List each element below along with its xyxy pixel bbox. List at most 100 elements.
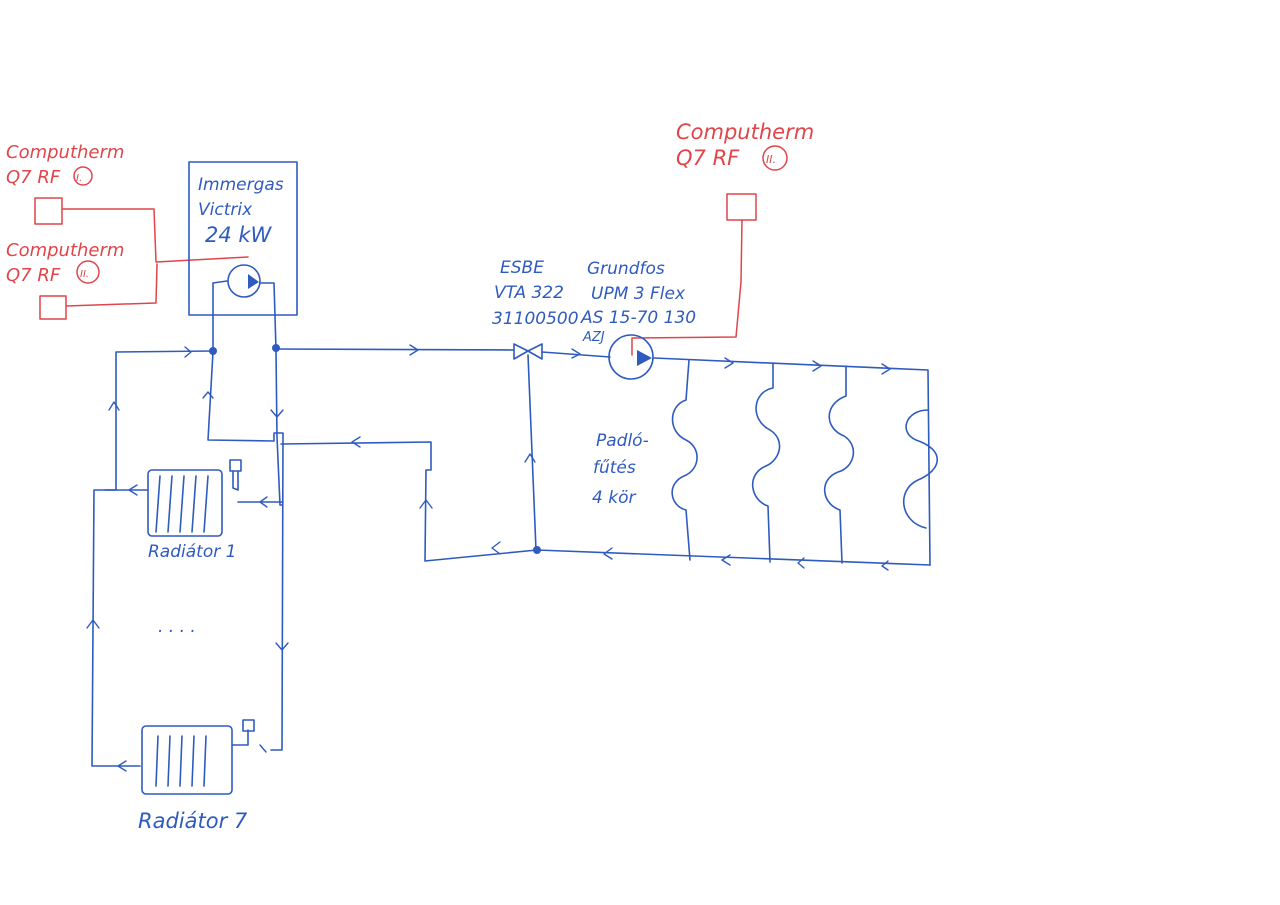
- thermostat-3-line1: Computherm: [676, 120, 814, 144]
- thermostat-3-receiver-box: [726, 193, 757, 221]
- junction-dot: [533, 546, 541, 554]
- boiler-pump-arrow-icon: [248, 274, 259, 289]
- flow-arrow: [881, 560, 889, 571]
- boiler: Immergas Victrix 24 kW: [188, 161, 298, 351]
- radiator-ellipsis: . . . .: [158, 617, 196, 637]
- flow-arrow: [259, 744, 267, 753]
- valve-bypass-pipe: [527, 354, 537, 551]
- thermostat-1-mark: I.: [76, 173, 82, 184]
- flow-arrow: [571, 348, 581, 359]
- valve-line3: 31100500: [492, 309, 579, 329]
- thermostat-2-mark: II.: [80, 269, 89, 280]
- valve-line1: ESBE: [500, 258, 544, 278]
- flow-arrow: [409, 344, 419, 356]
- floor-line2: fűtés: [593, 458, 636, 478]
- thermostat-2-mark-circle: [76, 260, 100, 284]
- radiator-7-valve-icon: [242, 719, 255, 732]
- thermostat-1-wire: [61, 208, 249, 263]
- pump-line2: UPM 3 Flex: [591, 284, 686, 304]
- flow-arrow: [797, 557, 805, 569]
- radiator-7-body: [141, 725, 233, 795]
- flow-arrow: [491, 541, 501, 555]
- floor-supply-manifold: [653, 357, 931, 566]
- thermostat-3-wire: [631, 219, 743, 356]
- floor-line1: Padló-: [596, 431, 649, 451]
- boiler-pump-icon: [227, 264, 261, 298]
- thermostat-3-mark-circle: [762, 145, 788, 171]
- radiator-7: Radiátor 7: [138, 719, 255, 833]
- pump-line1: Grundfos: [587, 259, 665, 279]
- flow-arrow: [603, 547, 613, 560]
- pump-line3: AS 15-70 130: [580, 308, 696, 328]
- circulation-pump: Grundfos UPM 3 Flex AS 15-70 130 AZJ: [580, 259, 696, 380]
- flow-arrow: [721, 554, 731, 566]
- thermostat-2-line1: Computherm: [6, 240, 124, 261]
- flow-arrow: [270, 409, 284, 418]
- junction-dot: [209, 347, 217, 355]
- floor-return-manifold: [536, 549, 931, 566]
- thermostat-1-line1: Computherm: [6, 142, 124, 163]
- valve-to-pump-pipe: [541, 351, 611, 358]
- radiator-1: Radiátor 1: [147, 459, 242, 562]
- boiler-return-pipe: [212, 280, 228, 351]
- thermostat-2-line2: Q7 RF: [6, 265, 61, 286]
- flow-arrow: [812, 360, 822, 372]
- radiator-1-valve-stem: [232, 470, 239, 491]
- flow-arrow: [351, 436, 361, 448]
- thermostat-1: Computherm Q7 RF I.: [6, 142, 249, 263]
- radiator-flow-main: [275, 350, 283, 506]
- boiler-flow-pipe: [260, 282, 277, 351]
- mixing-valve-icon: [513, 343, 543, 360]
- flow-arrow: [128, 484, 138, 496]
- flow-arrow: [881, 363, 891, 375]
- radiator-flow-riser: [207, 351, 284, 751]
- thermostat-3-line2: Q7 RF: [676, 146, 740, 170]
- floor-loop-2: [751, 362, 781, 563]
- floor-loop-1: [671, 359, 698, 561]
- radiator-1-body: [147, 469, 223, 537]
- flow-arrow: [117, 760, 127, 772]
- junction-dot: [272, 344, 280, 352]
- floor-loop-3: [823, 365, 855, 564]
- flow-arrow: [86, 619, 100, 629]
- floor-return-pipe: [280, 441, 538, 562]
- boiler-line3: 24 kW: [205, 223, 273, 247]
- thermostat-3-mark: II.: [766, 153, 776, 166]
- flow-arrow: [419, 499, 433, 509]
- mixing-valve: ESBE VTA 322 31100500: [492, 258, 579, 360]
- flow-arrow: [724, 357, 734, 369]
- floor-line3: 4 kör: [592, 488, 636, 508]
- flow-arrow: [275, 642, 289, 651]
- floor-heating-label: Padló- fűtés 4 kör: [592, 431, 649, 508]
- thermostat-1-receiver-box: [34, 197, 63, 225]
- boiler-line2: Victrix: [198, 200, 253, 220]
- flow-arrow: [259, 496, 268, 508]
- flow-arrow: [524, 453, 536, 463]
- flow-arrow: [184, 346, 192, 358]
- boiler-box: [188, 161, 298, 316]
- thermostat-3: Computherm Q7 RF II.: [631, 120, 814, 356]
- flow-arrow: [108, 401, 120, 411]
- thermostat-2-wire: [65, 263, 158, 307]
- floor-supply-pipe: [275, 348, 515, 351]
- floor-loop-4: [903, 409, 938, 529]
- thermostat-1-line2: Q7 RF: [6, 167, 61, 188]
- flow-arrow: [202, 391, 214, 399]
- thermostat-1-mark-circle: [73, 166, 93, 186]
- radiator-1-fins: [155, 475, 209, 533]
- radiator-circuit: Radiátor 1 . . . . Radiátor 7: [86, 344, 289, 833]
- floor-heating-circuit: ESBE VTA 322 31100500 Grundfos UPM 3 Fle…: [275, 258, 938, 571]
- thermostat-2-receiver-box: [39, 295, 67, 320]
- pump-arrow-icon: [637, 350, 652, 366]
- pump-icon: [608, 334, 654, 380]
- radiator-1-label: Radiátor 1: [148, 542, 236, 562]
- pump-line4: AZJ: [582, 330, 605, 345]
- radiator-7-fins: [155, 735, 207, 787]
- thermostat-2: Computherm Q7 RF II.: [6, 240, 158, 320]
- boiler-line1: Immergas: [198, 175, 284, 195]
- radiator-7-supply: [231, 729, 249, 746]
- radiator-7-label: Radiátor 7: [138, 809, 248, 833]
- valve-line2: VTA 322: [494, 283, 564, 303]
- radiator-1-valve-icon: [229, 459, 242, 472]
